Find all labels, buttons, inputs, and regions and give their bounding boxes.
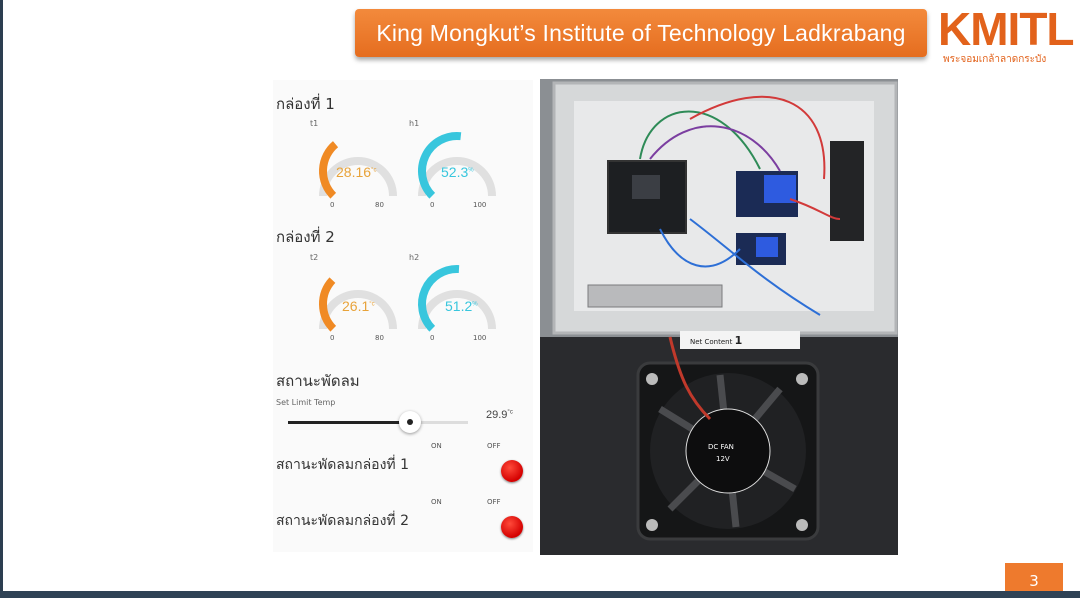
box2-temp-label: t2 [310, 253, 319, 262]
box1-temp-value: 28.16°c [336, 164, 377, 180]
hardware-photo: Net Content 1 DC FAN 12V [540, 79, 898, 555]
slider-knob[interactable] [399, 411, 422, 433]
box1-humid-max: 100 [473, 201, 487, 209]
slide-title: King Mongkut’s Institute of Technology L… [376, 19, 906, 46]
box1-temp-min: 0 [330, 201, 335, 209]
box2-title: กล่องที่ 2 [276, 228, 335, 246]
box2-temp-max: 80 [375, 334, 384, 342]
box2-temp-value: 26.1°c [342, 298, 375, 314]
slider-label: Set Limit Temp [276, 398, 336, 407]
box2-humid-gauge [418, 265, 496, 332]
box1-humid-gauge [418, 132, 496, 199]
fan1-off-label: OFF [487, 442, 501, 450]
box1-title: กล่องที่ 1 [276, 95, 335, 113]
kmitl-logo: KMITL พระจอมเกล้าลาดกระบัง [938, 3, 1075, 70]
photo-net-content: Net Content 1 [690, 334, 742, 347]
photo-fan-label: DC FAN [708, 443, 734, 451]
app-screenshot-panel: กล่องที่ 1 t1 h1 28.16°c 0 80 52.3% 0 10… [273, 80, 533, 552]
box1-humid-min: 0 [430, 201, 435, 209]
fan-section-title: สถานะพัดลม [276, 372, 360, 390]
logo-subtitle: พระจอมเกล้าลาดกระบัง [943, 54, 1047, 65]
box2-temp-gauge [319, 277, 397, 332]
box2-temp-min: 0 [330, 334, 335, 342]
fan1-on-label: ON [431, 442, 442, 450]
fan2-status-label: สถานะพัดลมกล่องที่ 2 [276, 513, 409, 529]
slide-left-border [0, 0, 3, 598]
fan2-status-toggle[interactable] [501, 516, 523, 538]
box2-humid-label: h2 [409, 253, 420, 262]
box2-humid-value: 51.2% [445, 298, 478, 314]
title-banner: King Mongkut’s Institute of Technology L… [355, 9, 927, 57]
box1-humid-value: 52.3% [441, 164, 474, 180]
hardware-photo-drawing: Net Content 1 DC FAN 12V [540, 79, 898, 555]
limit-temp-slider[interactable] [288, 411, 468, 433]
box1-humid-label: h1 [409, 119, 420, 128]
slider-fill [288, 421, 411, 424]
box2-humid-max: 100 [473, 334, 487, 342]
box1-temp-label: t1 [310, 119, 319, 128]
box1-temp-gauge [319, 141, 397, 199]
box1-temp-max: 80 [375, 201, 384, 209]
fan2-off-label: OFF [487, 498, 501, 506]
box2-humid-min: 0 [430, 334, 435, 342]
fan1-status-toggle[interactable] [501, 460, 523, 482]
slide-bottom-bar [0, 591, 1080, 598]
logo-text: KMITL [938, 3, 1075, 55]
fan1-status-label: สถานะพัดลมกล่องที่ 1 [276, 457, 409, 473]
fan2-on-label: ON [431, 498, 442, 506]
photo-fan-voltage: 12V [716, 455, 730, 463]
slider-value: 29.9°c [486, 409, 513, 421]
